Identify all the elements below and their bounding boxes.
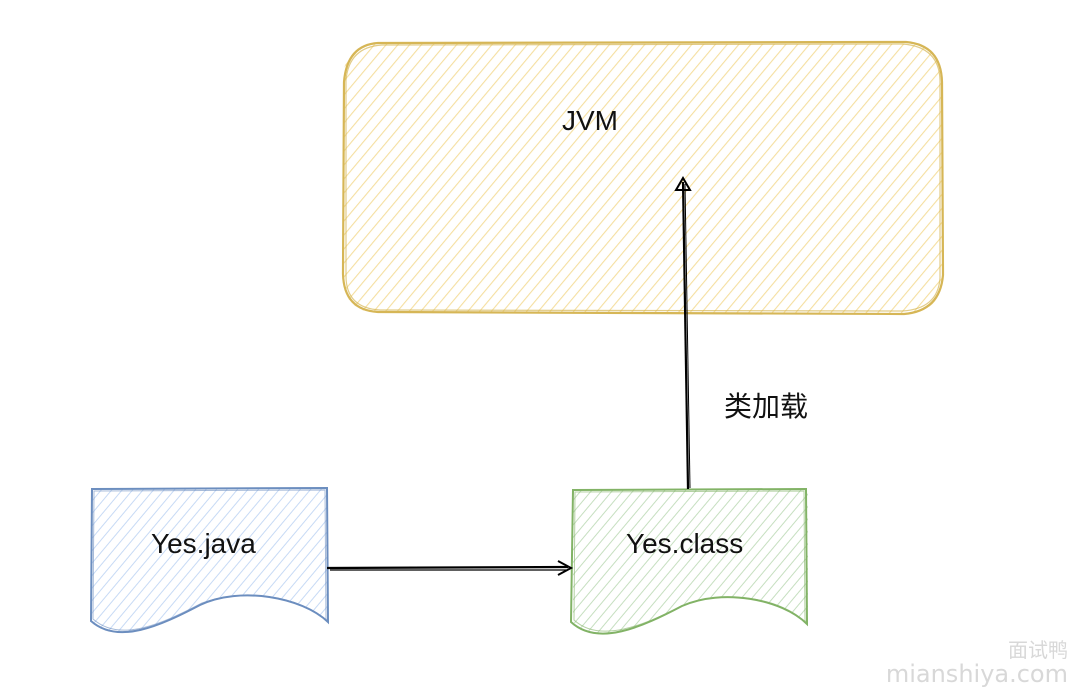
jvm-node[interactable] xyxy=(341,40,945,316)
arrowhead-right-icon xyxy=(557,560,574,576)
yes-class-node[interactable] xyxy=(569,487,809,635)
arrowhead-up-icon xyxy=(674,176,692,191)
class-loading-label: 类加载 xyxy=(724,390,809,423)
watermark-brand: 面试鸭 xyxy=(1008,638,1068,662)
watermark-url: mianshiya.com xyxy=(885,660,1068,688)
yes-java-label: Yes.java xyxy=(151,528,256,559)
edge-java-to-class xyxy=(326,560,574,576)
yes-class-label: Yes.class xyxy=(626,528,744,559)
jvm-label: JVM xyxy=(562,105,618,136)
yes-java-node[interactable] xyxy=(89,486,330,634)
edge-class-to-jvm xyxy=(674,176,692,490)
